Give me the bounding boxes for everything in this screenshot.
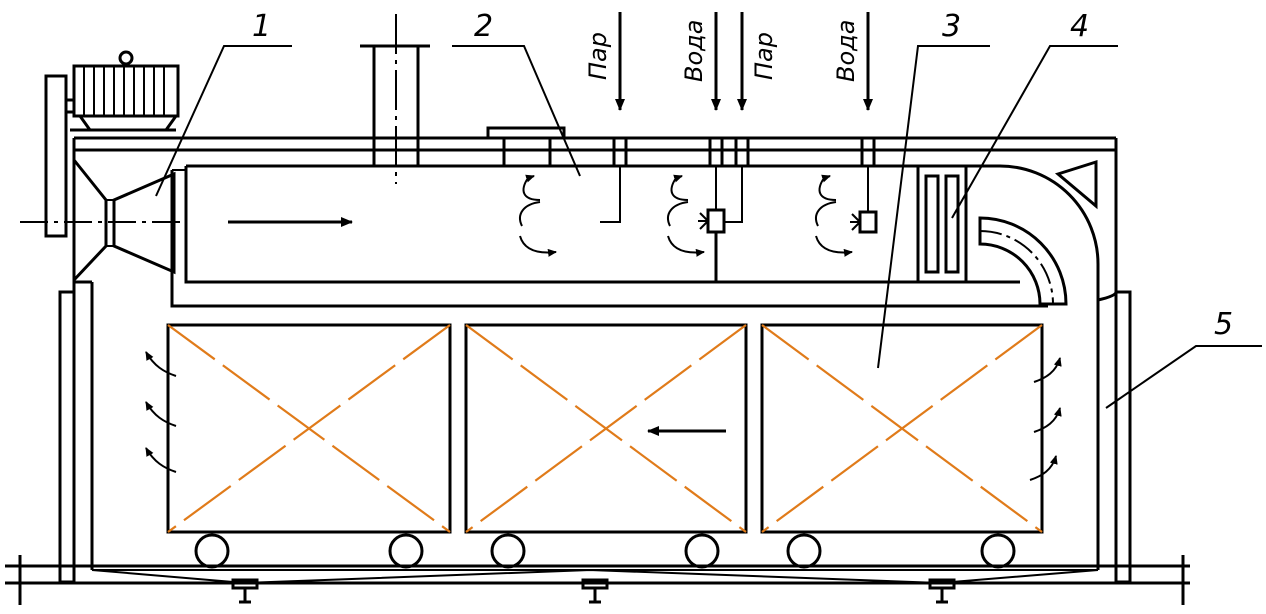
spray-marks — [698, 212, 861, 231]
drain-1 — [231, 578, 259, 604]
callout-1: 1 — [252, 9, 271, 44]
hatch — [486, 126, 566, 168]
inlet-label-water-2: Вода — [832, 20, 860, 82]
flow-arrows — [145, 174, 1062, 481]
exhaust-stack — [360, 14, 430, 184]
callout-5: 5 — [1214, 307, 1233, 342]
drain-2 — [581, 578, 609, 604]
floor-drains — [231, 578, 956, 604]
inlet-label-water-1: Вода — [680, 20, 708, 82]
chamber-shell — [58, 280, 1132, 585]
turning-vane — [978, 216, 1068, 306]
callout-leaders — [155, 45, 1262, 409]
cart-1 — [166, 323, 452, 569]
drain-3 — [928, 578, 956, 604]
fan — [20, 50, 186, 284]
inlets — [600, 12, 878, 282]
water-inlet-2 — [858, 12, 878, 234]
corner-plate — [1054, 159, 1098, 210]
inlet-label-steam-2: Пар — [750, 32, 778, 80]
inlet-label-steam-1: Пар — [584, 32, 612, 80]
steam-inlet-1 — [600, 12, 628, 223]
steam-inlet-2 — [724, 12, 750, 223]
water-inlet-1 — [706, 12, 726, 282]
carts — [166, 323, 1044, 569]
cart-2 — [464, 323, 748, 569]
callout-4: 4 — [1070, 9, 1089, 44]
cart-3 — [760, 323, 1044, 569]
callout-3: 3 — [942, 9, 961, 44]
callout-2: 2 — [474, 9, 493, 44]
heater — [916, 164, 968, 284]
